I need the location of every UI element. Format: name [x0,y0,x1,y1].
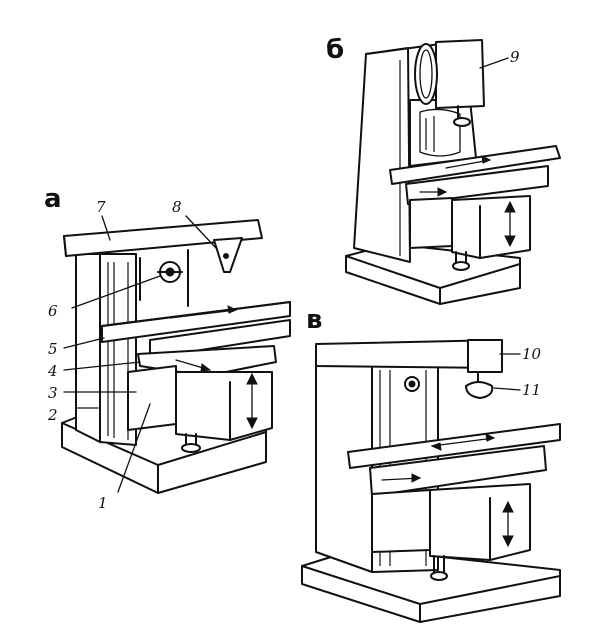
machine-a-table [101,301,291,359]
machine-a-overarm [63,219,263,273]
callout-7: 7 [96,198,106,216]
machine-v-table [347,423,561,497]
leader-11 [493,387,521,391]
callout-10: 10 [522,345,542,363]
machine-v-spindle [404,371,494,399]
machine-b-table [389,145,561,205]
callout-4: 4 [47,362,58,380]
machine-v [301,339,561,623]
callout-2: 2 [47,406,58,424]
leader-lines [63,57,521,493]
callout-1: 1 [98,494,108,512]
leader-7 [101,215,111,241]
callout-5: 5 [48,340,58,358]
leader-6 [71,275,161,309]
callout-6: 6 [48,302,58,320]
callout-11: 11 [522,381,541,399]
leader-4 [63,361,141,371]
machine-b-quill [414,39,485,127]
machine-b-elevating-screw [452,251,470,271]
machine-a [61,219,291,494]
leader-1 [117,403,151,493]
panel-letter-a: а [44,184,62,214]
leader-9 [479,57,509,69]
machine-a-elevating-screw [181,433,201,453]
machine-v-overarm [315,339,503,373]
machine-b-head [409,99,477,167]
machine-b [345,39,561,305]
leader-5 [63,337,105,349]
leader-8 [185,215,217,249]
panel-letter-v: в [306,305,322,335]
callout-9: 9 [510,48,520,66]
callout-3: 3 [48,384,58,402]
panel-letter-b: б [326,35,344,65]
machine-b-knee [409,195,531,259]
machine-v-knee [371,483,531,561]
callout-8: 8 [172,198,182,216]
machine-a-knee [127,365,273,441]
machine-v-elevating-screw [430,555,448,581]
machine-a-spindle [139,249,189,307]
